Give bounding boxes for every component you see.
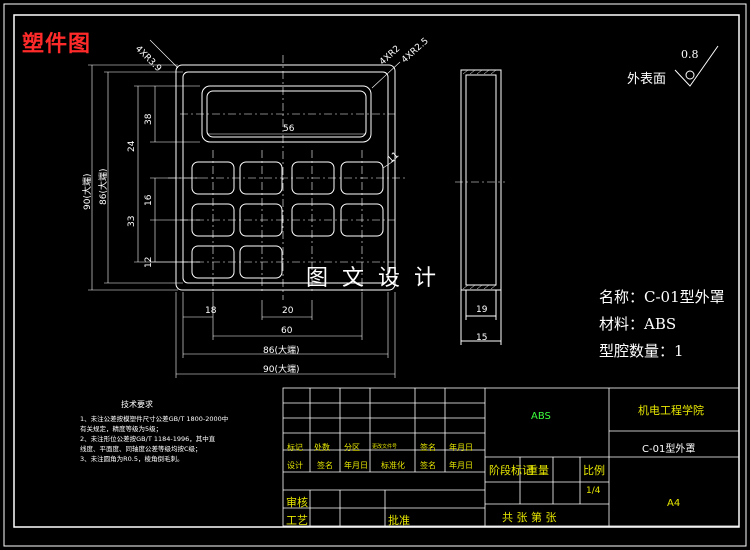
tb-weight: 重量 bbox=[527, 464, 549, 477]
tb-approve: 批准 bbox=[388, 514, 410, 527]
side-15: 15 bbox=[476, 333, 488, 343]
tb-row2-5: 年月日 bbox=[449, 461, 473, 470]
tb-school: 机电工程学院 bbox=[638, 404, 704, 417]
side-19: 19 bbox=[476, 305, 488, 315]
watermark: 图文设计 bbox=[306, 266, 451, 291]
tech-note-line: 有关规定，精度等级为5级； bbox=[80, 425, 163, 433]
dim-window-width: 56 bbox=[283, 124, 295, 134]
dim-height-small: 86(大端) bbox=[99, 168, 109, 205]
tb-row1-1: 处数 bbox=[314, 443, 330, 452]
tb-row2-3: 标准化 bbox=[381, 461, 405, 470]
dim-18: 18 bbox=[205, 306, 217, 316]
tech-note-line: 2、未注形位公差按GB/T 1184-1996，其中直 bbox=[80, 435, 216, 443]
dim-20: 20 bbox=[282, 306, 294, 316]
tb-row1-0: 标记 bbox=[287, 443, 303, 452]
tb-craft: 工艺 bbox=[286, 514, 308, 527]
dim-height-big: 90(大端) bbox=[83, 173, 93, 210]
surface-label: 外表面 bbox=[627, 72, 667, 87]
part-material: 材料：ABS bbox=[599, 315, 677, 333]
dim-width-small: 86(大端) bbox=[263, 346, 300, 356]
tb-row2-4: 签名 bbox=[420, 461, 436, 470]
dim-60: 60 bbox=[281, 326, 293, 336]
tb-row2-0: 设计 bbox=[287, 461, 303, 470]
dim-12: 12 bbox=[144, 256, 154, 268]
dimension-lines bbox=[88, 39, 401, 378]
tb-size: A4 bbox=[667, 498, 681, 509]
outer-border bbox=[3, 3, 747, 547]
cavity-count: 型腔数量：1 bbox=[599, 342, 684, 360]
roughness-value: 0.8 bbox=[681, 48, 699, 61]
side-view-hatch bbox=[462, 69, 497, 290]
tb-scale: 1/4 bbox=[586, 486, 601, 496]
dim-width-big: 90(大端) bbox=[263, 365, 300, 375]
tech-notes-title: 技术要求 bbox=[121, 400, 153, 409]
dim-24: 24 bbox=[127, 140, 137, 152]
tb-row2-1: 签名 bbox=[317, 461, 333, 470]
dim-33: 33 bbox=[127, 215, 137, 227]
tb-row1-4: 签名 bbox=[420, 443, 436, 452]
tb-row1-5: 年月日 bbox=[449, 443, 473, 452]
dim-16: 16 bbox=[144, 194, 154, 206]
tech-note-line: 1、未注公差按模塑件尺寸公差GB/T 1800-2000中 bbox=[80, 415, 229, 423]
tb-row1-3: 更改文件号 bbox=[372, 444, 398, 450]
tb-row1-2: 分区 bbox=[344, 443, 360, 452]
dim-38: 38 bbox=[144, 113, 154, 125]
roughness-symbol bbox=[674, 45, 719, 87]
sheet-title: 塑件图 bbox=[22, 32, 92, 57]
tech-note-line: 线度、平面度、同轴度公差等级均按C级； bbox=[80, 445, 202, 453]
tb-part: C-01型外罩 bbox=[642, 444, 696, 455]
tb-ratio: 比例 bbox=[583, 464, 605, 477]
side-view bbox=[460, 69, 502, 345]
title-block-grid bbox=[282, 387, 740, 527]
tb-stage-mark: 阶段标记 bbox=[489, 464, 533, 477]
centerlines bbox=[168, 55, 505, 300]
tech-notes: 1、未注公差按模塑件尺寸公差GB/T 1800-2000中 有关规定，精度等级为… bbox=[80, 414, 280, 464]
tb-row2-2: 年月日 bbox=[344, 461, 368, 470]
inner-border bbox=[13, 14, 740, 528]
part-name: 名称：C-01型外罩 bbox=[599, 288, 725, 306]
tb-sheets: 共 张 第 张 bbox=[502, 511, 557, 524]
tech-note-line: 3、未注圆角为R0.5，棱角倒毛刺。 bbox=[80, 455, 184, 463]
tb-material: ABS bbox=[531, 411, 551, 422]
tb-review: 审核 bbox=[286, 496, 308, 509]
